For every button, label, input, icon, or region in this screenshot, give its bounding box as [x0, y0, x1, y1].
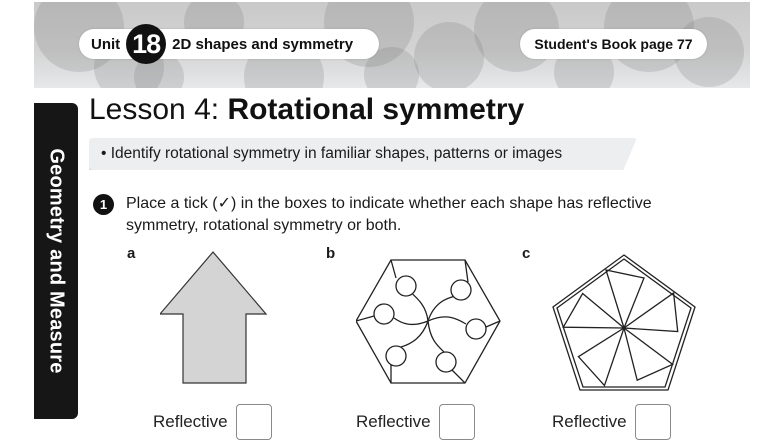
- lesson-prefix: Lesson 4:: [89, 93, 228, 126]
- unit-number-badge: 18: [126, 24, 167, 64]
- question-text: Place a tick (✓) in the boxes to indicat…: [126, 195, 652, 234]
- pentagon-pattern-shape: [552, 254, 696, 391]
- unit-title: 2D shapes and symmetry: [172, 35, 354, 53]
- shape-a-reflective-checkbox[interactable]: [235, 404, 272, 440]
- shape-c-reflective-checkbox[interactable]: [634, 404, 671, 440]
- unit-header-banner: [34, 2, 750, 88]
- reflective-label: Reflective: [552, 412, 627, 431]
- page-title: Lesson 4: Rotational symmetry: [89, 93, 524, 127]
- section-side-tab: Geometry and Measure: [34, 103, 78, 419]
- learning-objective: • Identify rotational symmetry in famili…: [89, 138, 637, 170]
- shape-b-reflective: Reflective: [356, 404, 475, 440]
- shape-a-label: a: [127, 245, 136, 262]
- shape-c-reflective: Reflective: [552, 404, 671, 440]
- question-number-badge: 1: [93, 194, 114, 215]
- arrow-shape: [160, 251, 268, 384]
- shape-b-reflective-checkbox[interactable]: [438, 404, 475, 440]
- section-label: Geometry and Measure: [45, 148, 68, 374]
- hexagon-pattern-shape: [356, 259, 501, 384]
- unit-prefix: Unit: [91, 35, 121, 53]
- book-reference-pill: Student's Book page 77: [520, 29, 707, 59]
- reflective-label: Reflective: [356, 412, 431, 431]
- book-reference: Student's Book page 77: [534, 36, 693, 52]
- unit-title-pill: Unit 18 2D shapes and symmetry: [79, 24, 379, 64]
- shape-c-label: c: [522, 245, 531, 262]
- reflective-label: Reflective: [153, 412, 228, 431]
- shape-b-label: b: [326, 245, 336, 262]
- objective-text: • Identify rotational symmetry in famili…: [101, 145, 563, 162]
- lesson-title: Rotational symmetry: [227, 93, 525, 126]
- shape-a-reflective: Reflective: [153, 404, 272, 440]
